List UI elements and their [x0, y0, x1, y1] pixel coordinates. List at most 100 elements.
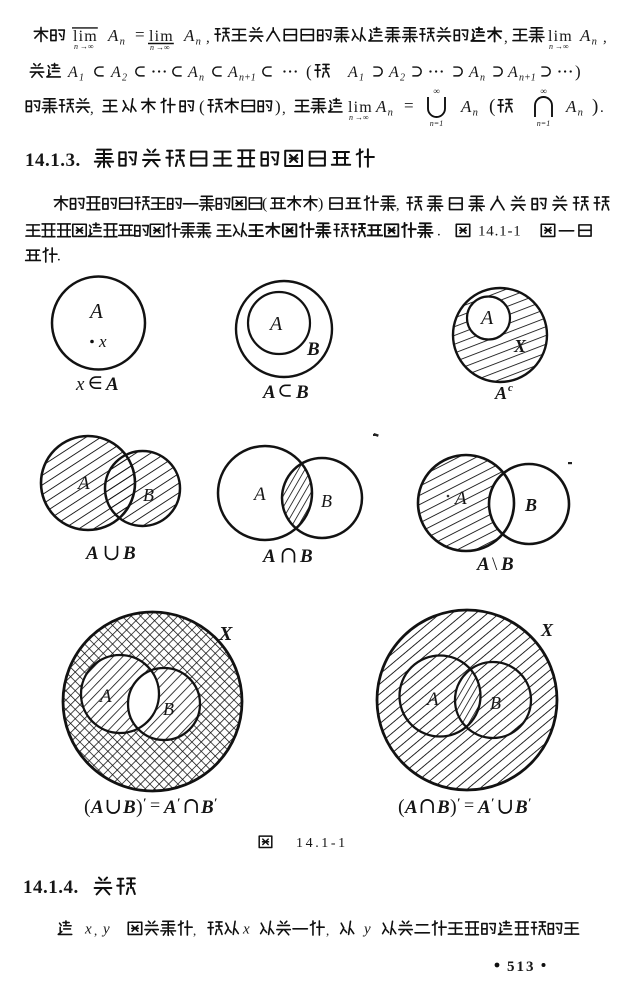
- svg-text:,: ,: [326, 923, 329, 938]
- svg-text:n+1: n+1: [519, 73, 536, 84]
- svg-text:A: A: [375, 97, 387, 116]
- svg-text:A: A: [227, 64, 238, 81]
- svg-text:n: n: [349, 113, 353, 122]
- svg-text:A: A: [88, 299, 103, 323]
- svg-text:n: n: [120, 37, 125, 48]
- svg-text:2: 2: [122, 73, 127, 84]
- svg-text:): ): [136, 796, 143, 818]
- svg-text:A: A: [90, 797, 104, 818]
- svg-text:B: B: [436, 797, 450, 818]
- svg-text:→: →: [355, 113, 363, 122]
- svg-text:.: .: [57, 249, 61, 265]
- svg-text:.: .: [600, 100, 604, 116]
- svg-text:n: n: [480, 73, 485, 84]
- svg-text:B: B: [321, 491, 332, 511]
- svg-text:,: ,: [504, 30, 508, 46]
- svg-text:14.1.3.: 14.1.3.: [25, 150, 81, 171]
- svg-text:A: A: [579, 26, 591, 45]
- svg-text:A: A: [388, 64, 399, 81]
- svg-text:X: X: [218, 623, 233, 645]
- svg-text:A: A: [507, 64, 518, 81]
- svg-text:,: ,: [193, 923, 196, 938]
- svg-text:14.1.4.: 14.1.4.: [23, 877, 79, 898]
- svg-text:1: 1: [359, 73, 364, 84]
- svg-text:14.1-1: 14.1-1: [478, 224, 522, 240]
- svg-text:): ): [450, 796, 457, 818]
- svg-text:B: B: [514, 797, 528, 818]
- svg-text:A: A: [425, 689, 439, 710]
- svg-text:(: (: [398, 796, 405, 818]
- svg-text:14.1-1: 14.1-1: [296, 836, 348, 851]
- svg-text:n: n: [199, 73, 204, 84]
- svg-text:A: A: [76, 473, 90, 494]
- svg-text:lim: lim: [348, 99, 373, 116]
- svg-text:lim: lim: [548, 28, 573, 45]
- svg-text:∞: ∞: [363, 113, 369, 122]
- svg-text:B: B: [295, 382, 309, 403]
- svg-text:): ): [318, 196, 323, 213]
- svg-text:B: B: [143, 485, 154, 505]
- svg-text:1: 1: [79, 73, 84, 84]
- svg-text:′: ′: [214, 795, 218, 810]
- svg-text:\: \: [492, 554, 498, 575]
- svg-text:A: A: [479, 307, 494, 329]
- svg-text:B: B: [500, 554, 514, 575]
- svg-text:→: →: [80, 42, 88, 51]
- svg-text:A: A: [468, 64, 479, 81]
- svg-text:A: A: [110, 64, 121, 81]
- svg-text:=: =: [464, 795, 474, 815]
- svg-text:′: ′: [457, 795, 461, 810]
- svg-text:x: x: [242, 922, 250, 938]
- svg-text:y: y: [362, 922, 371, 938]
- svg-text:,: ,: [90, 101, 94, 117]
- svg-text:,: ,: [396, 199, 400, 214]
- svg-text:A: A: [67, 64, 78, 81]
- svg-text:n: n: [549, 42, 553, 51]
- svg-text:′: ′: [177, 795, 181, 810]
- svg-text:n: n: [473, 108, 478, 119]
- svg-text:.: .: [437, 224, 441, 240]
- svg-text:lim: lim: [149, 28, 174, 45]
- svg-text:n=1: n=1: [537, 119, 550, 128]
- svg-text:(: (: [489, 96, 495, 117]
- svg-text:∞: ∞: [563, 42, 569, 51]
- svg-text:B: B: [200, 797, 214, 818]
- svg-text:′: ′: [528, 795, 532, 810]
- svg-text:B: B: [490, 693, 501, 713]
- svg-text:n+1: n+1: [239, 73, 256, 84]
- svg-text:A: A: [477, 797, 491, 818]
- svg-text:→: →: [555, 42, 563, 51]
- svg-text:n: n: [74, 42, 78, 51]
- svg-text:A: A: [268, 313, 283, 335]
- svg-text:∞: ∞: [164, 43, 170, 52]
- svg-text:lim: lim: [73, 28, 98, 45]
- svg-text:∞: ∞: [540, 86, 546, 96]
- svg-text:n: n: [578, 108, 583, 119]
- svg-text:(: (: [262, 196, 267, 213]
- svg-text:A: A: [476, 554, 490, 575]
- svg-text:B: B: [122, 797, 136, 818]
- svg-text:A: A: [347, 64, 358, 81]
- svg-text:x: x: [75, 374, 85, 395]
- svg-text:→: →: [156, 43, 164, 52]
- svg-text:y: y: [101, 922, 110, 938]
- svg-text:B: B: [122, 543, 136, 564]
- svg-text:(: (: [84, 796, 91, 818]
- svg-text:n: n: [150, 43, 154, 52]
- svg-text:X: X: [513, 336, 527, 356]
- svg-text:(: (: [306, 62, 312, 81]
- svg-text:X: X: [540, 620, 554, 640]
- svg-text:B: B: [163, 699, 174, 719]
- svg-text:,: ,: [208, 226, 212, 241]
- svg-text:c: c: [508, 382, 513, 394]
- svg-text:n: n: [196, 37, 201, 48]
- svg-text:x: x: [98, 332, 107, 351]
- svg-text:A: A: [565, 97, 577, 116]
- svg-text:(: (: [199, 97, 205, 116]
- svg-text:A: A: [453, 488, 467, 509]
- svg-text:A: A: [494, 383, 507, 403]
- svg-text:A: A: [98, 686, 112, 707]
- svg-text:B: B: [524, 495, 537, 515]
- svg-text:=: =: [135, 25, 145, 44]
- svg-text:n=1: n=1: [430, 119, 443, 128]
